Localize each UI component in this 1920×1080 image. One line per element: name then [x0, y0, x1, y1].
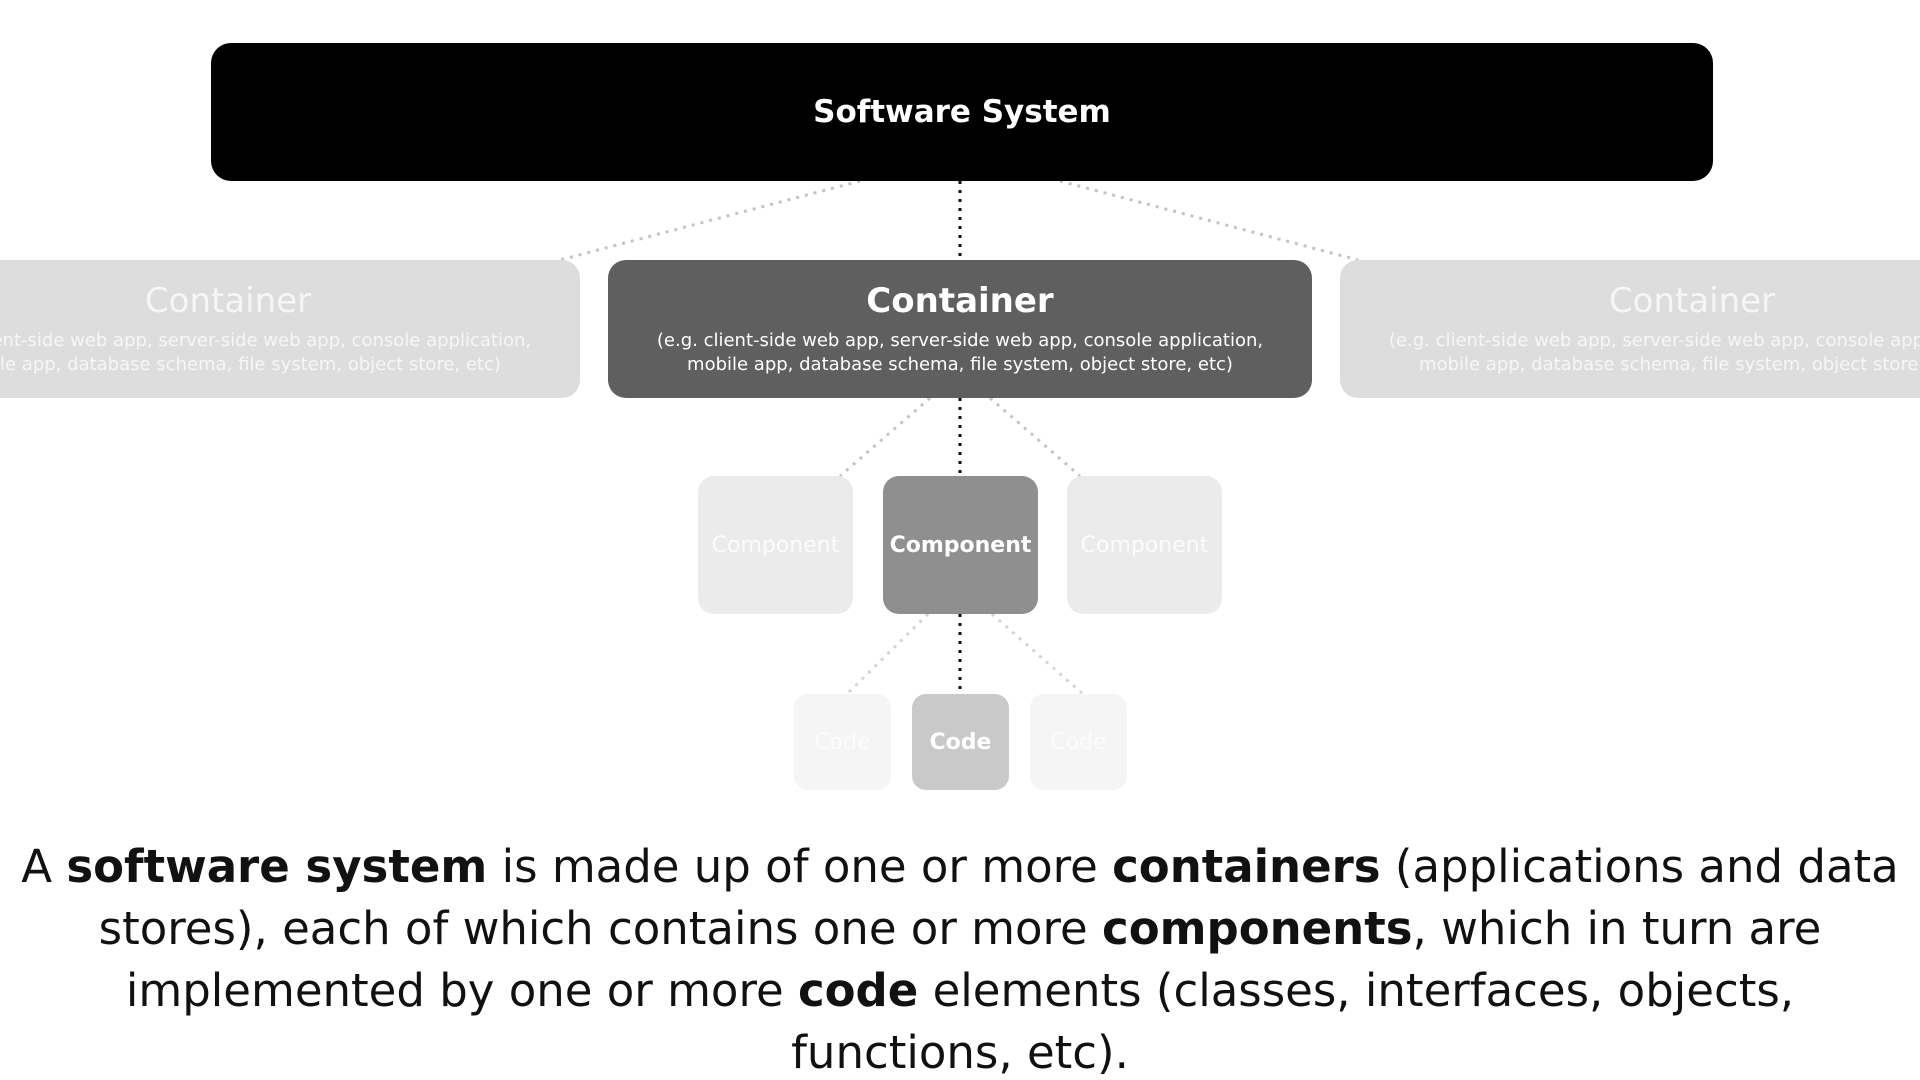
connector-system-container-left — [559, 179, 861, 262]
component-box-right[interactable]: Component — [1067, 476, 1222, 614]
connector-container-component-right — [989, 396, 1081, 478]
container-description: (e.g. client-side web app, server-side w… — [657, 329, 1263, 377]
caption-text: A software system is made up of one or m… — [20, 836, 1900, 1080]
container-description: (e.g. client-side web app, server-side w… — [1389, 329, 1920, 377]
component-label: Component — [889, 532, 1032, 558]
caption-term-software-system: software system — [66, 840, 488, 893]
container-description: (e.g. client-side web app, server-side w… — [0, 329, 531, 377]
caption-part: A — [21, 840, 67, 893]
container-description-line: mobile app, database schema, file system… — [1419, 354, 1920, 375]
component-box-left[interactable]: Component — [698, 476, 853, 614]
container-description-line: mobile app, database schema, file system… — [687, 354, 1233, 375]
container-title: Container — [866, 281, 1054, 321]
caption-part: is made up of one or more — [487, 840, 1113, 893]
caption-term-containers: containers — [1112, 840, 1381, 893]
component-box-center[interactable]: Component — [883, 476, 1038, 614]
container-description-line: (e.g. client-side web app, server-side w… — [656, 330, 1264, 351]
caption-part: , which in turn are implemented by one o… — [125, 902, 1822, 1017]
container-title: Container — [144, 281, 312, 321]
code-label: Code — [929, 729, 992, 755]
code-label: Code — [1050, 729, 1107, 755]
software-system-label: Software System — [813, 94, 1111, 130]
container-box-center[interactable]: Container (e.g. client-side web app, ser… — [608, 260, 1312, 398]
caption-term-code: code — [797, 964, 919, 1017]
container-title: Container — [1608, 281, 1776, 321]
component-label: Component — [1080, 532, 1209, 558]
container-box-left[interactable]: Container (e.g. client-side web app, ser… — [0, 260, 580, 398]
connector-component-code-right — [991, 612, 1084, 696]
container-box-right[interactable]: Container (e.g. client-side web app, ser… — [1340, 260, 1920, 398]
code-box-left[interactable]: Code — [794, 694, 891, 790]
code-box-center[interactable]: Code — [912, 694, 1009, 790]
container-description-line: (e.g. client-side web app, server-side w… — [0, 330, 532, 351]
connector-component-code-left — [845, 612, 930, 696]
caption-term-components: components — [1102, 902, 1413, 955]
container-description-line: (e.g. client-side web app, server-side w… — [1388, 330, 1920, 351]
code-box-right[interactable]: Code — [1030, 694, 1127, 790]
caption-part: (applications and data stores), each of … — [98, 840, 1899, 955]
code-label: Code — [814, 729, 871, 755]
connector-system-container-right — [1059, 179, 1359, 262]
component-label: Component — [711, 532, 840, 558]
container-description-line: mobile app, database schema, file system… — [0, 354, 501, 375]
caption-part: elements (classes, interfaces, objects, … — [791, 964, 1795, 1079]
connector-container-component-left — [839, 396, 931, 478]
software-system-box[interactable]: Software System — [211, 43, 1713, 181]
